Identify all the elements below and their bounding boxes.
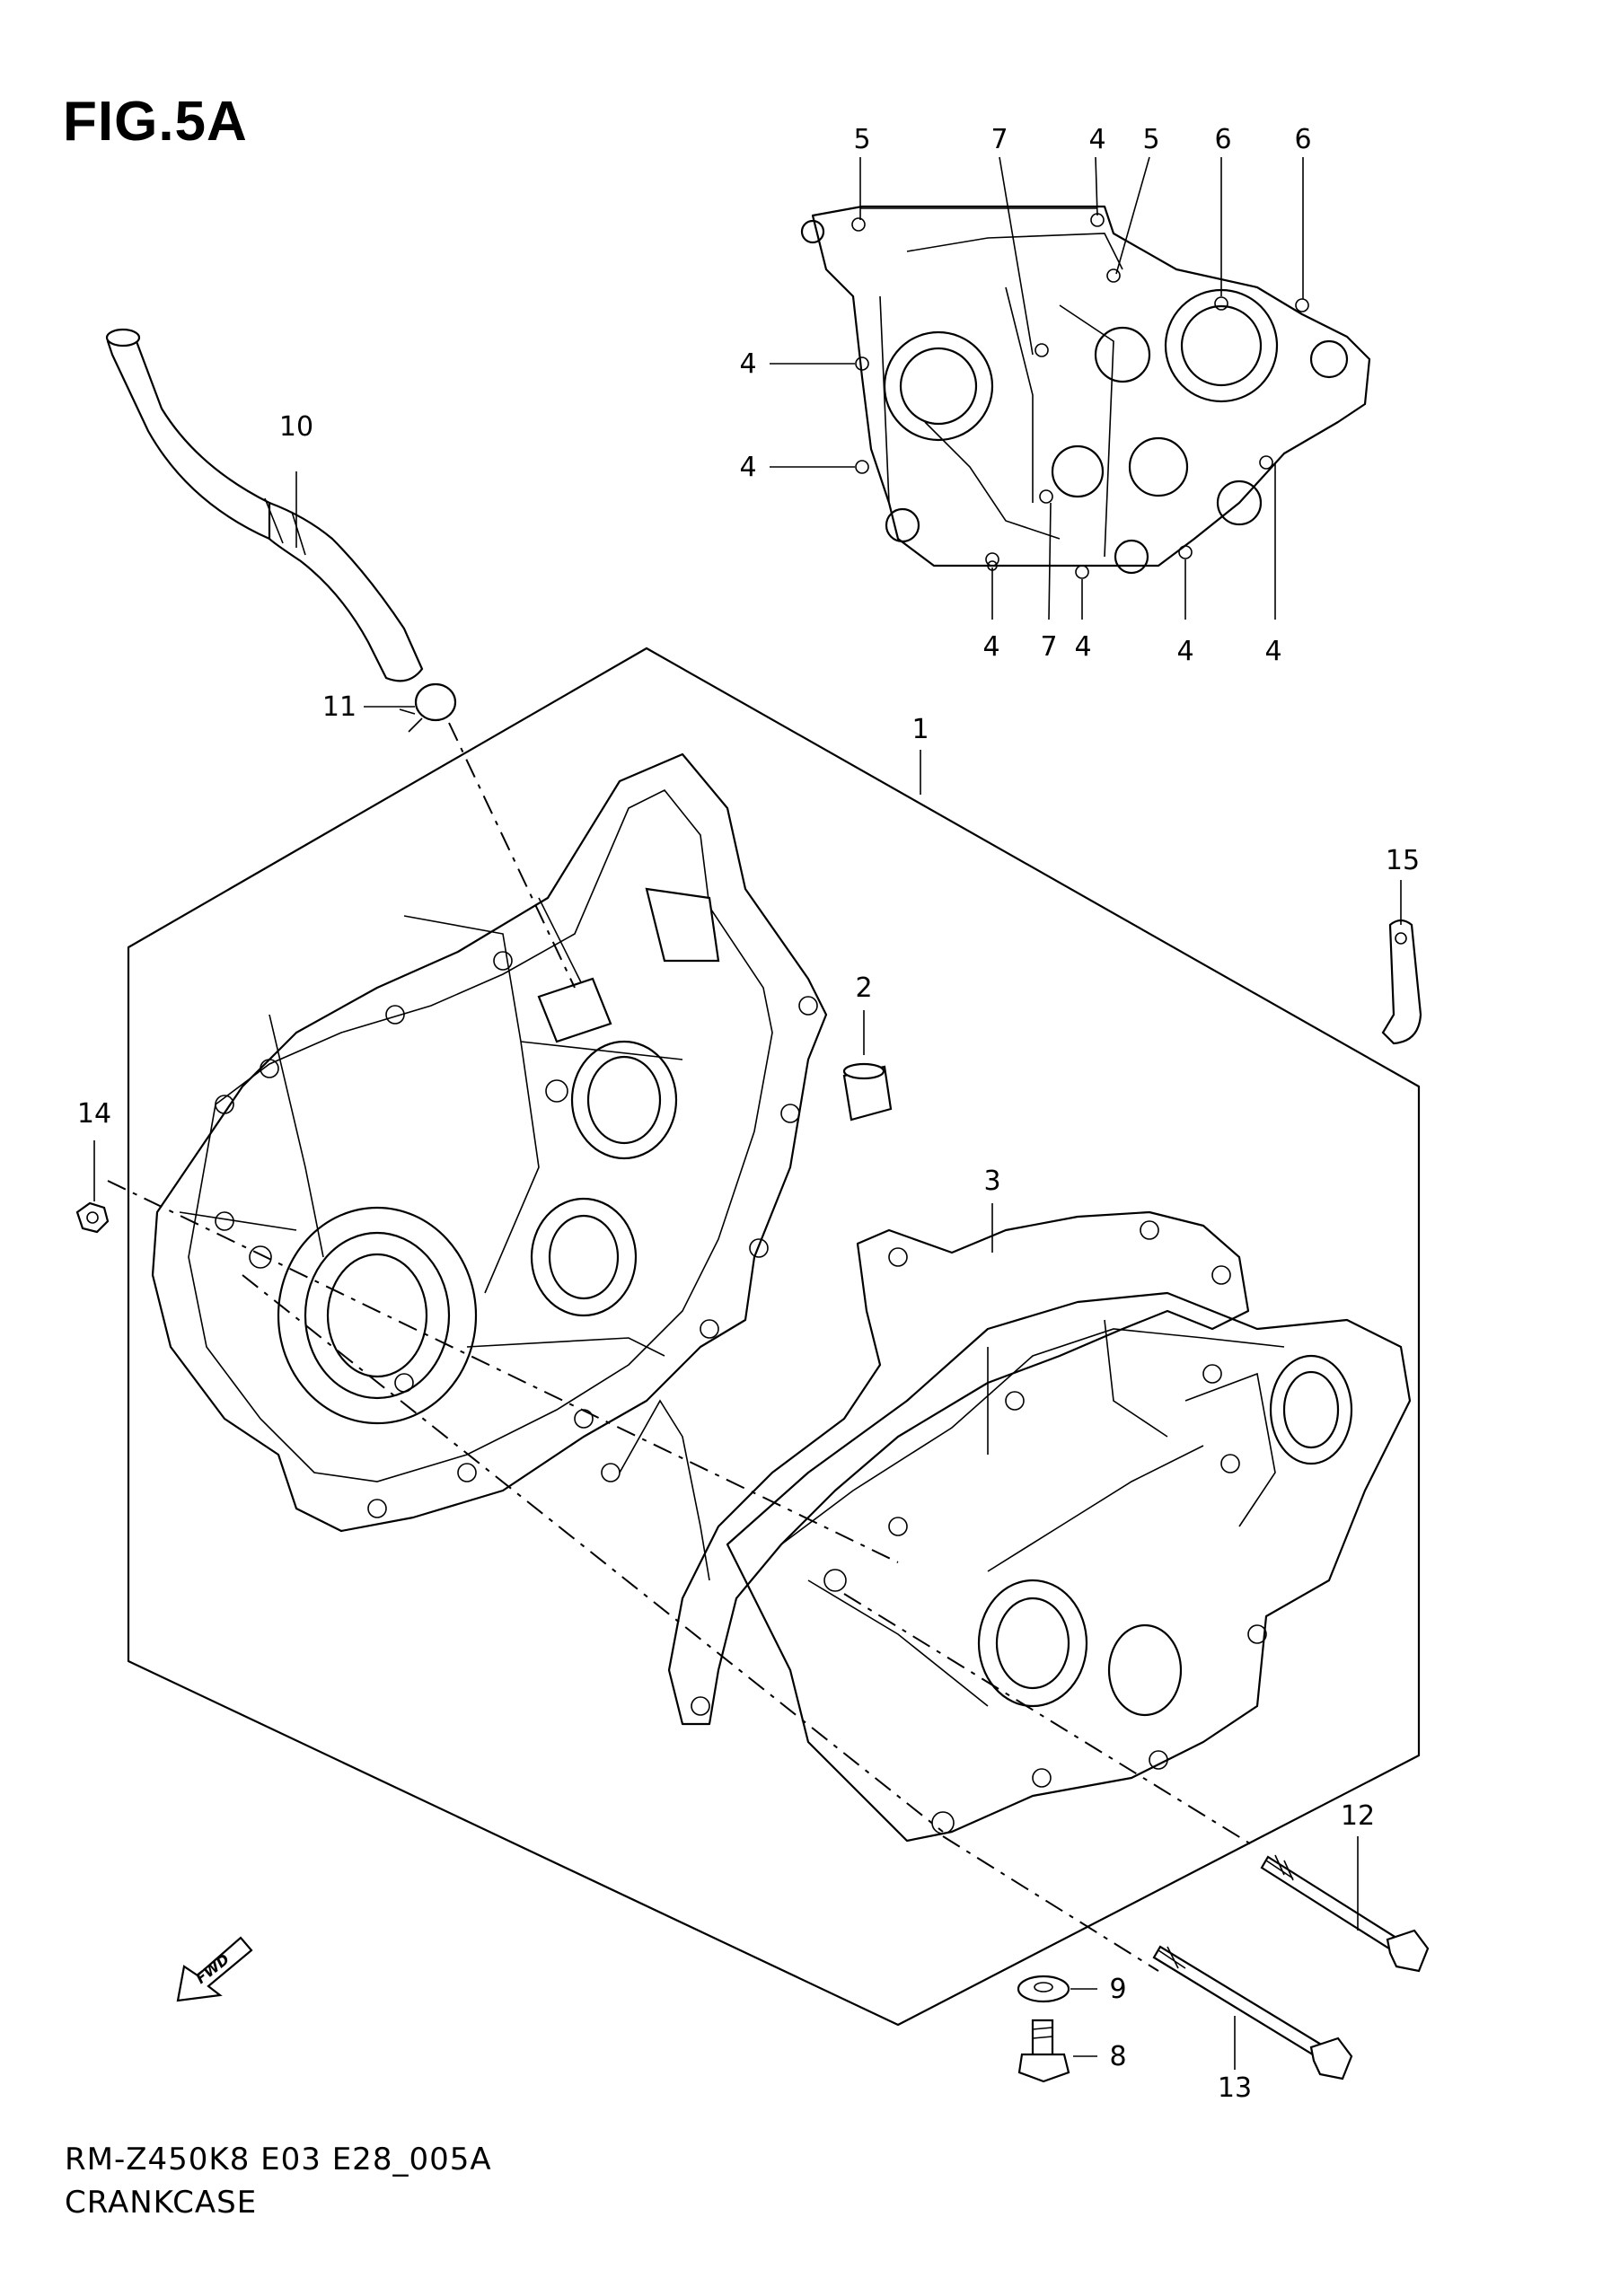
inset-leader-lines [770, 156, 1304, 620]
callout-4: 4 [1074, 631, 1091, 663]
nut-part [75, 1201, 110, 1234]
crankcase-left-half [151, 752, 828, 1533]
callout-4: 4 [1176, 636, 1193, 667]
section-name: CRANKCASE [65, 2185, 258, 2221]
callout-15: 15 [1386, 845, 1420, 876]
crankcase-set-boundary [127, 647, 1421, 2027]
callout-5: 5 [853, 124, 870, 155]
bolt-long [1260, 1854, 1430, 1973]
callout-6: 6 [1214, 124, 1231, 155]
callout-12: 12 [1341, 1800, 1375, 1832]
callout-4: 4 [739, 452, 756, 483]
figure-title: FIG.5A [63, 91, 248, 153]
callout-9: 9 [1109, 1974, 1126, 2005]
callout-7: 7 [990, 124, 1008, 155]
callout-3: 3 [983, 1166, 1000, 1197]
wire-clamp [1381, 919, 1422, 1045]
alignment-lines [107, 722, 1254, 1972]
callout-11: 11 [322, 691, 357, 723]
crankcase-inset-view [800, 205, 1371, 579]
callout-14: 14 [77, 1098, 111, 1130]
callout-4: 4 [982, 631, 999, 663]
callout-6: 6 [1294, 124, 1311, 155]
callout-2: 2 [855, 972, 872, 1004]
callout-4: 4 [1088, 124, 1105, 155]
callout-4: 4 [1264, 636, 1281, 667]
callout-10: 10 [279, 411, 313, 443]
breather-hose [105, 328, 424, 682]
dowel-pin [842, 1062, 893, 1122]
hose-clamp [399, 682, 457, 733]
callout-5: 5 [1142, 124, 1159, 155]
callout-7: 7 [1040, 631, 1057, 663]
washer [1017, 1975, 1070, 2003]
crankcase-gasket [601, 1210, 1250, 1726]
callout-1: 1 [911, 714, 929, 745]
callout-13: 13 [1218, 2072, 1252, 2104]
callout-8: 8 [1109, 2041, 1126, 2072]
inset-callouts: 5 7 4 5 6 6 4 4 4 7 4 4 4 [739, 124, 1311, 667]
bolt-longer [1152, 1945, 1353, 2080]
fwd-arrow-icon: FWD [176, 1936, 253, 2002]
model-code: RM-Z450K8 E03 E28_005A [65, 2142, 492, 2177]
crankcase-right-half [726, 1291, 1412, 1843]
callout-4: 4 [739, 348, 756, 380]
bolt-short [1017, 2019, 1070, 2083]
